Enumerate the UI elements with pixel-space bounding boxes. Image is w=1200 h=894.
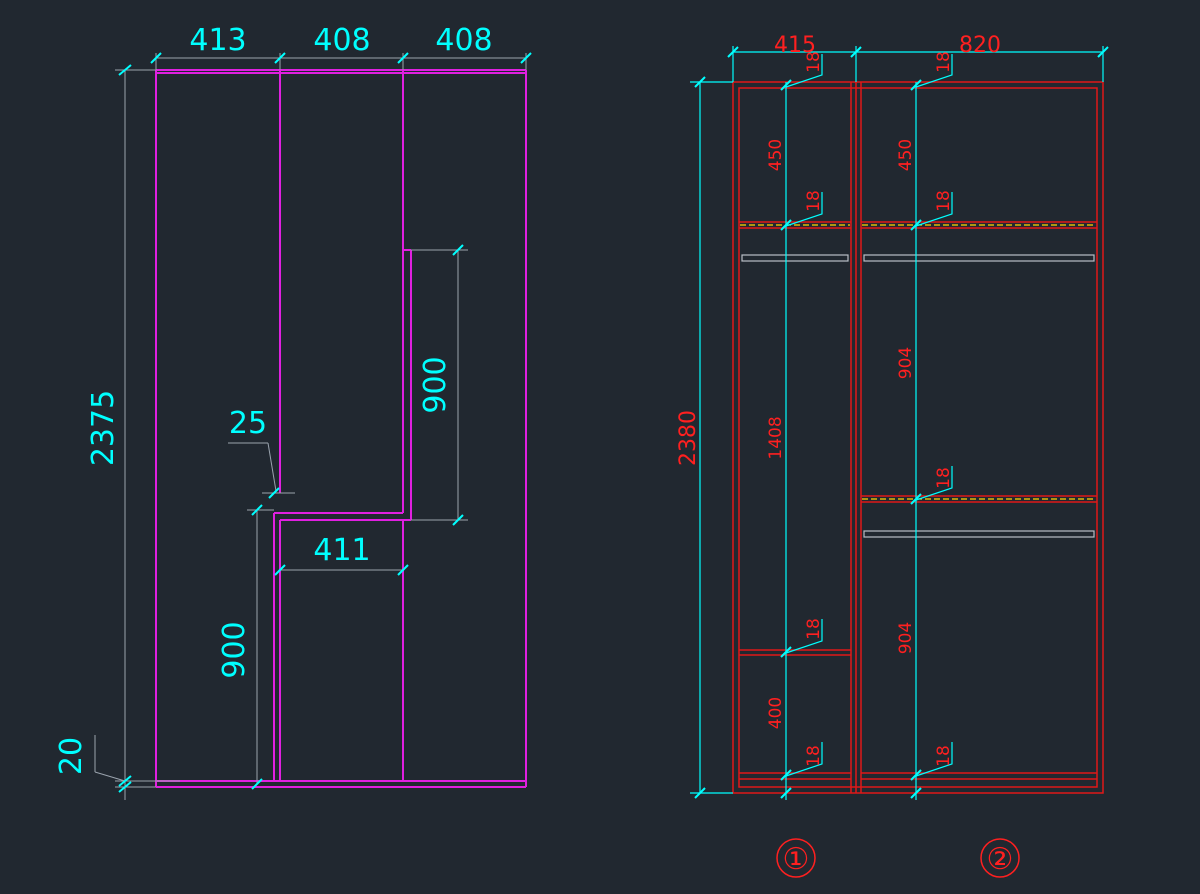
- cabinet-width-label-2: 820: [959, 33, 1001, 58]
- cabinet-dimension-labels: 415 820 2380 18 18 18 18 450 1408 400 18…: [676, 33, 1001, 767]
- door-dimension-ticks: [118, 52, 532, 793]
- right-board-thickness-4: 18: [934, 745, 954, 767]
- right-board-thickness-3: 18: [934, 467, 954, 489]
- cabinet-dimension-ticks: [694, 46, 1109, 799]
- cabinet-width-label-1: 415: [774, 33, 816, 58]
- section-marker-circle-1: [776, 838, 816, 878]
- shelf-highlight-lines: [740, 224, 1096, 500]
- right-board-thickness-1: 18: [934, 51, 954, 73]
- cabinet-carcass: [732, 81, 1104, 794]
- base-height-label: 20: [54, 737, 89, 775]
- left-height-3: 400: [766, 697, 786, 729]
- middle-width-label: 411: [313, 533, 370, 568]
- lower-left-height-label: 900: [217, 621, 252, 678]
- left-board-thickness-2: 18: [804, 190, 824, 212]
- left-height-2: 1408: [766, 416, 786, 459]
- door-panel-outline: [155, 69, 527, 788]
- cabinet-dimension-lines: [690, 46, 1104, 800]
- left-board-thickness-3: 18: [804, 618, 824, 640]
- door-dimension-labels: 413 408 408 2375 20 25 900 900 411: [54, 23, 493, 775]
- right-height-3: 904: [896, 622, 916, 654]
- cabinet-elevation: 415 820 2380 18 18 18 18 450 1408 400 18…: [676, 33, 1109, 878]
- total-height-label: 2375: [86, 390, 121, 466]
- left-height-1: 450: [766, 139, 786, 171]
- section-label-2: ②: [987, 842, 1014, 877]
- left-board-thickness-1: 18: [804, 51, 824, 73]
- width-label-2: 408: [313, 23, 370, 58]
- section-marker-circle-2: [980, 838, 1020, 878]
- door-elevation: 413 408 408 2375 20 25 900 900 411: [54, 23, 532, 800]
- section-label-1: ①: [783, 842, 810, 877]
- right-height-1: 450: [896, 139, 916, 171]
- right-height-2: 904: [896, 347, 916, 379]
- notch-gap-label: 25: [229, 406, 267, 441]
- width-label-3: 408: [435, 23, 492, 58]
- cabinet-total-height-label: 2380: [676, 410, 701, 466]
- door-dimension-lines: [94, 53, 527, 800]
- right-board-thickness-2: 18: [934, 190, 954, 212]
- section-markers: ① ②: [776, 838, 1020, 878]
- width-label-1: 413: [189, 23, 246, 58]
- upper-right-height-label: 900: [418, 356, 453, 413]
- hanging-rails: [741, 254, 1095, 538]
- left-board-thickness-4: 18: [804, 745, 824, 767]
